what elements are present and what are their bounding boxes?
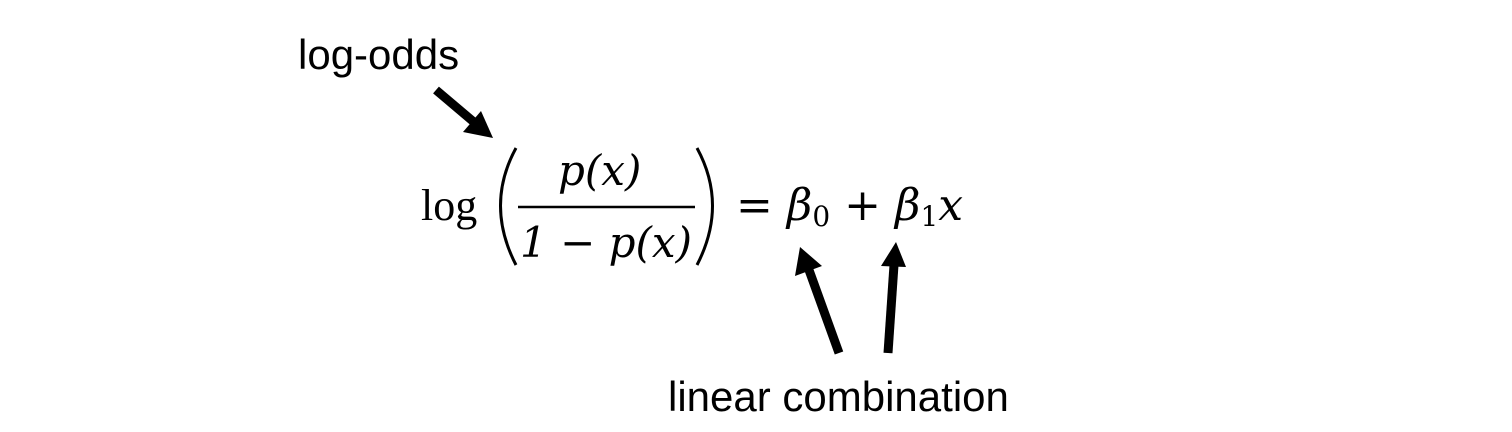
- linear-combination-label: linear combination: [668, 373, 1009, 420]
- right-parenthesis: [695, 147, 714, 266]
- beta-one-arrow: [881, 242, 906, 354]
- fraction-numerator: p(x): [558, 146, 642, 195]
- fraction-denominator: 1 − p(x): [520, 218, 692, 267]
- beta-one-subscript: 1: [920, 200, 939, 233]
- log-odds-arrow: [433, 86, 493, 138]
- beta-one-symbol: β: [895, 180, 921, 231]
- plus-sign: +: [844, 180, 882, 231]
- x-variable: x: [938, 180, 964, 231]
- left-parenthesis: [499, 147, 518, 266]
- beta-zero-subscript: 0: [812, 200, 831, 233]
- log-function: log: [421, 181, 478, 230]
- log-odds-label: log-odds: [298, 31, 460, 78]
- beta-zero-symbol: β: [786, 180, 813, 231]
- equals-sign: =: [736, 180, 773, 231]
- beta-zero-arrow: [795, 247, 844, 355]
- right-hand-side: = β0 + β1x: [736, 184, 963, 231]
